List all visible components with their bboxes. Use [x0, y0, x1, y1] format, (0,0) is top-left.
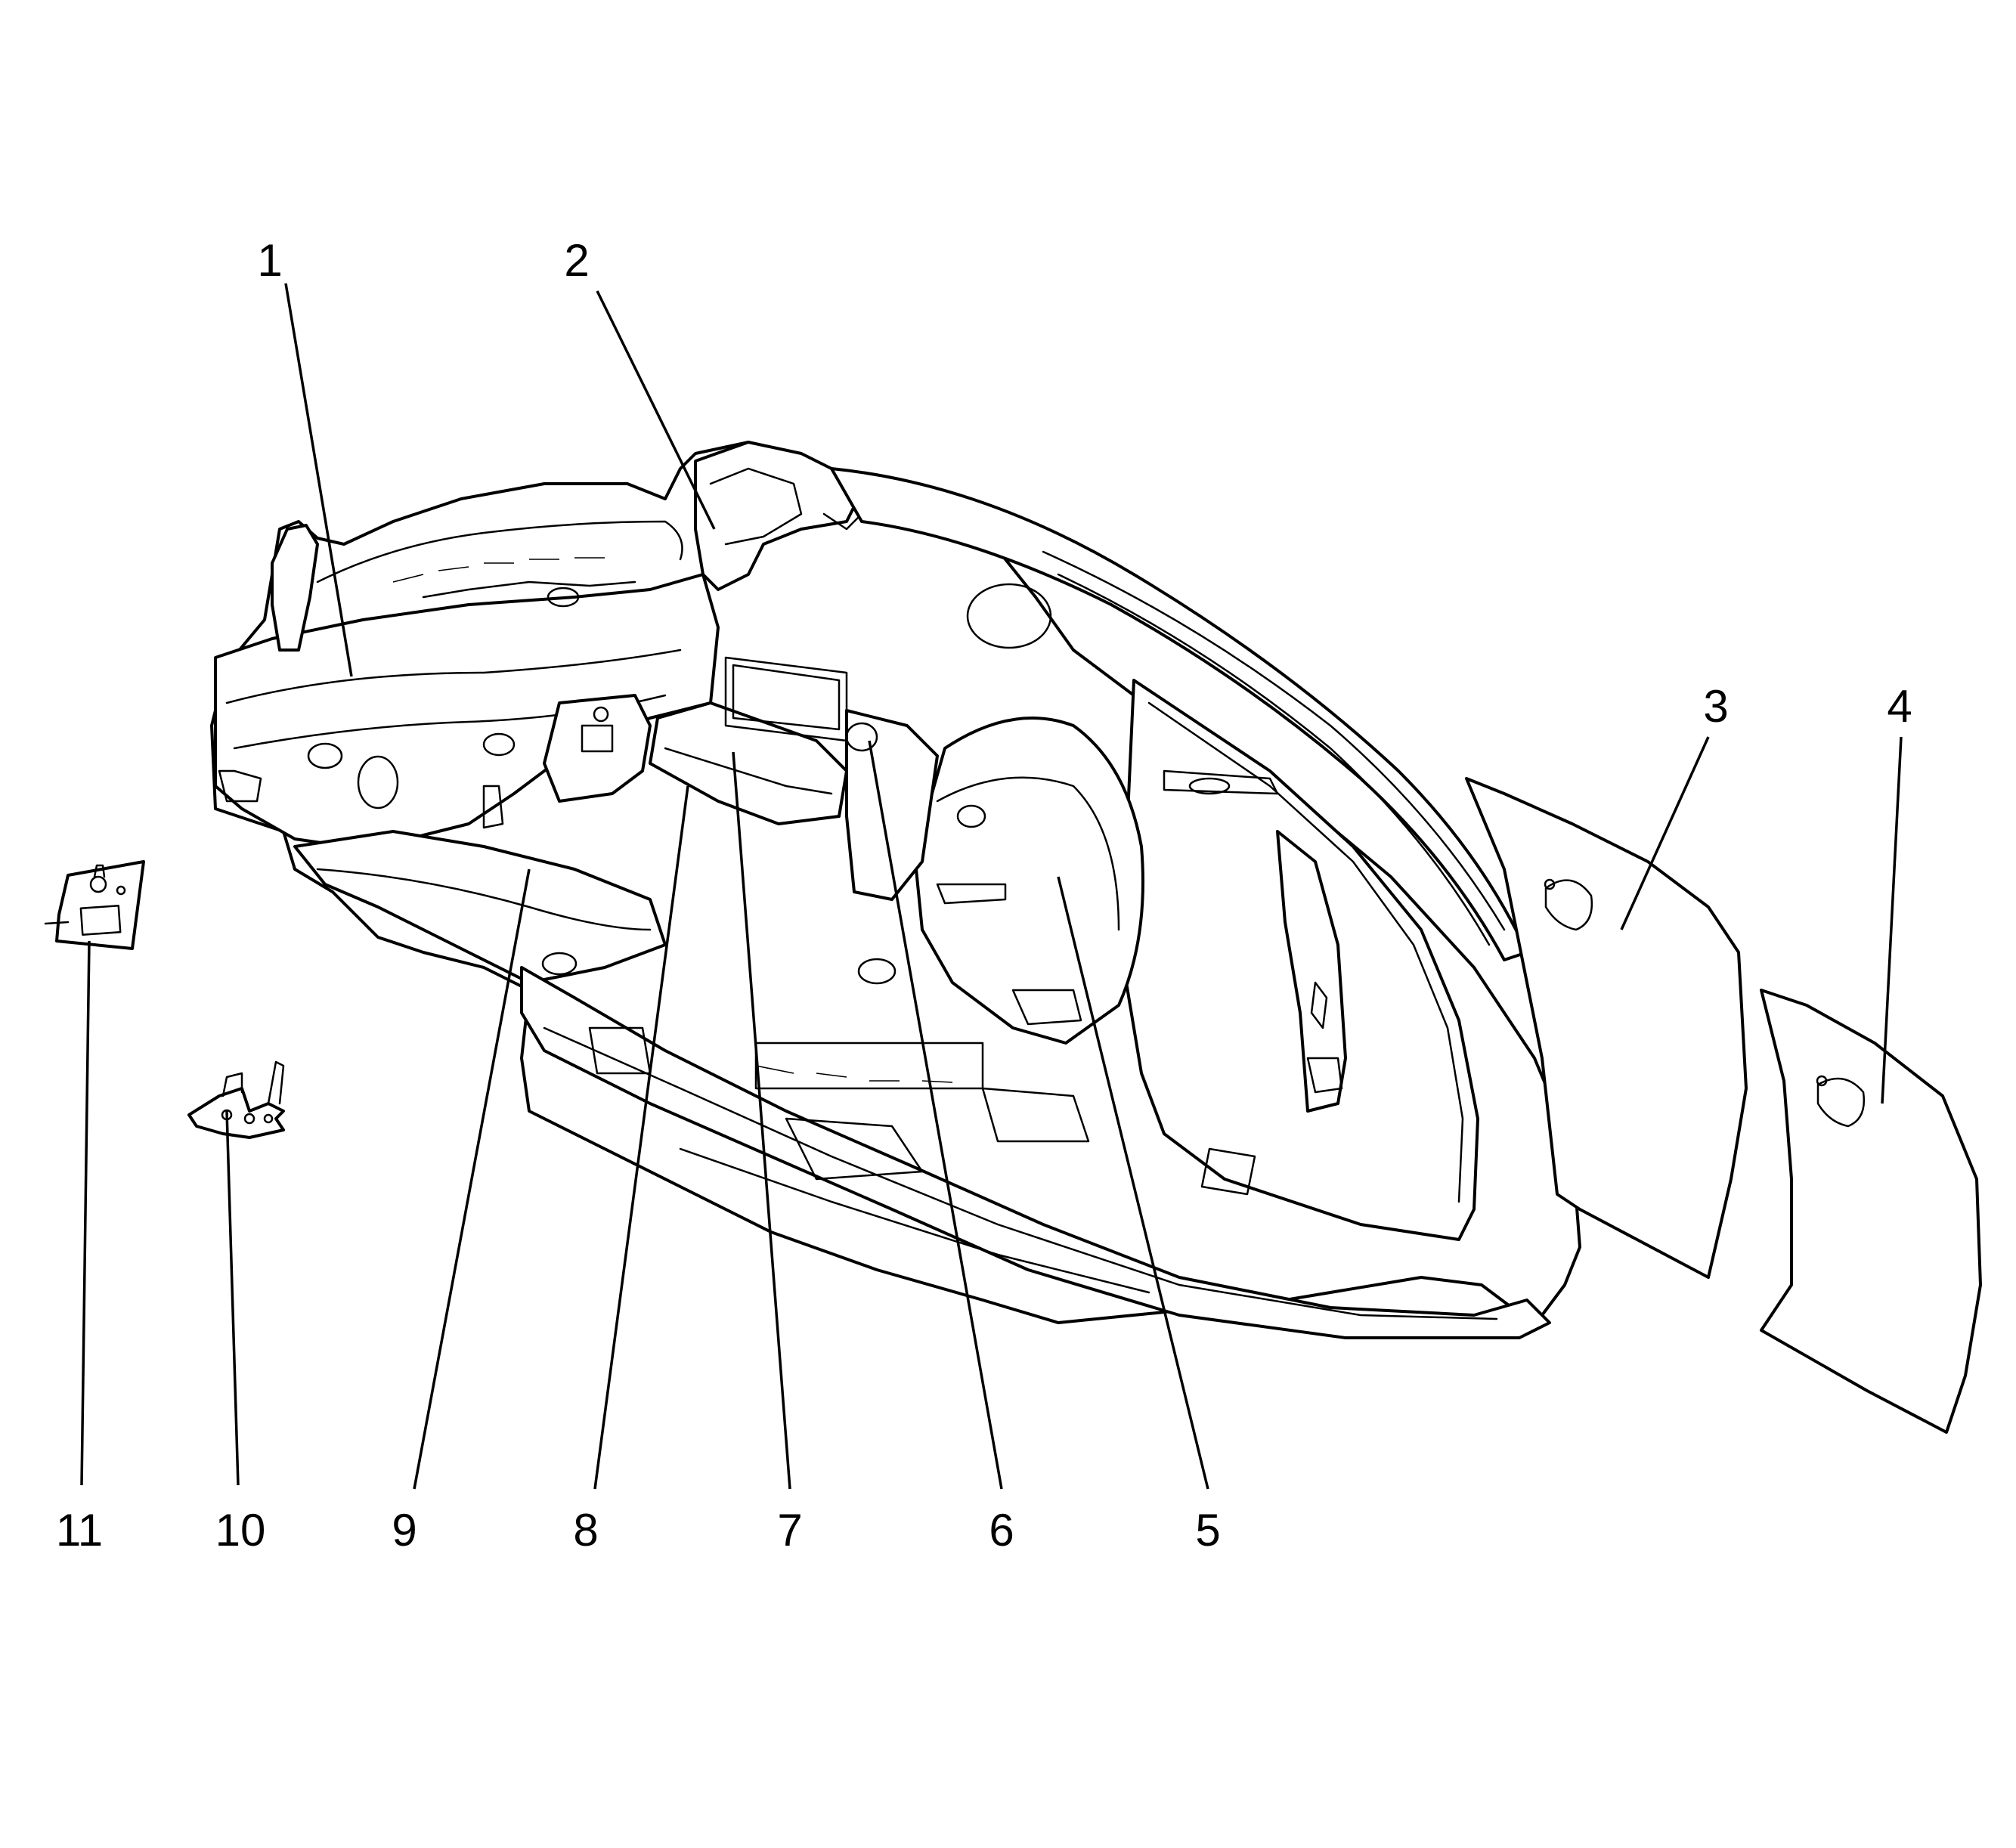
leader-6 — [868, 740, 1003, 1490]
leader-3 — [1620, 736, 1710, 930]
callout-8: 8 — [573, 1505, 598, 1555]
callout-5: 5 — [1195, 1505, 1220, 1555]
mounting-plate — [44, 860, 145, 950]
callout-1: 1 — [257, 235, 282, 286]
callout-3: 3 — [1703, 681, 1728, 732]
rear-compartment-panel — [214, 573, 720, 848]
b-pillar — [1276, 830, 1347, 1113]
rear-tab — [271, 524, 319, 652]
callout-6: 6 — [989, 1505, 1014, 1555]
leader-10 — [225, 1110, 240, 1486]
leader-7 — [732, 751, 791, 1490]
callout-labels: 1 2 3 4 5 6 7 8 9 10 11 — [56, 235, 1912, 1555]
front-door-outer-panel — [1465, 777, 1748, 1279]
leader-11 — [80, 940, 91, 1486]
callout-2: 2 — [564, 235, 589, 286]
c-pillar-roof-section — [694, 441, 863, 591]
leader-2 — [596, 290, 716, 530]
callout-10: 10 — [215, 1505, 266, 1555]
rear-inner-panel — [543, 694, 652, 803]
rear-door-outer-panel — [1760, 989, 1982, 1434]
leader-9 — [413, 868, 531, 1490]
reinforcement-bracket — [187, 1060, 285, 1139]
leader-lines — [80, 283, 1903, 1490]
leader-1 — [284, 283, 353, 677]
callout-7: 7 — [777, 1505, 802, 1555]
leader-5 — [1057, 876, 1209, 1490]
callout-4: 4 — [1887, 681, 1912, 732]
callout-11: 11 — [56, 1505, 103, 1555]
leader-4 — [1881, 736, 1903, 1104]
inner-quarter-panel — [845, 709, 939, 901]
rear-compartment-rail — [649, 701, 848, 825]
leader-8 — [593, 785, 689, 1490]
callout-9: 9 — [392, 1505, 417, 1555]
rear-floor-panel — [293, 830, 667, 984]
vehicle-body-structure — [210, 441, 1581, 1339]
